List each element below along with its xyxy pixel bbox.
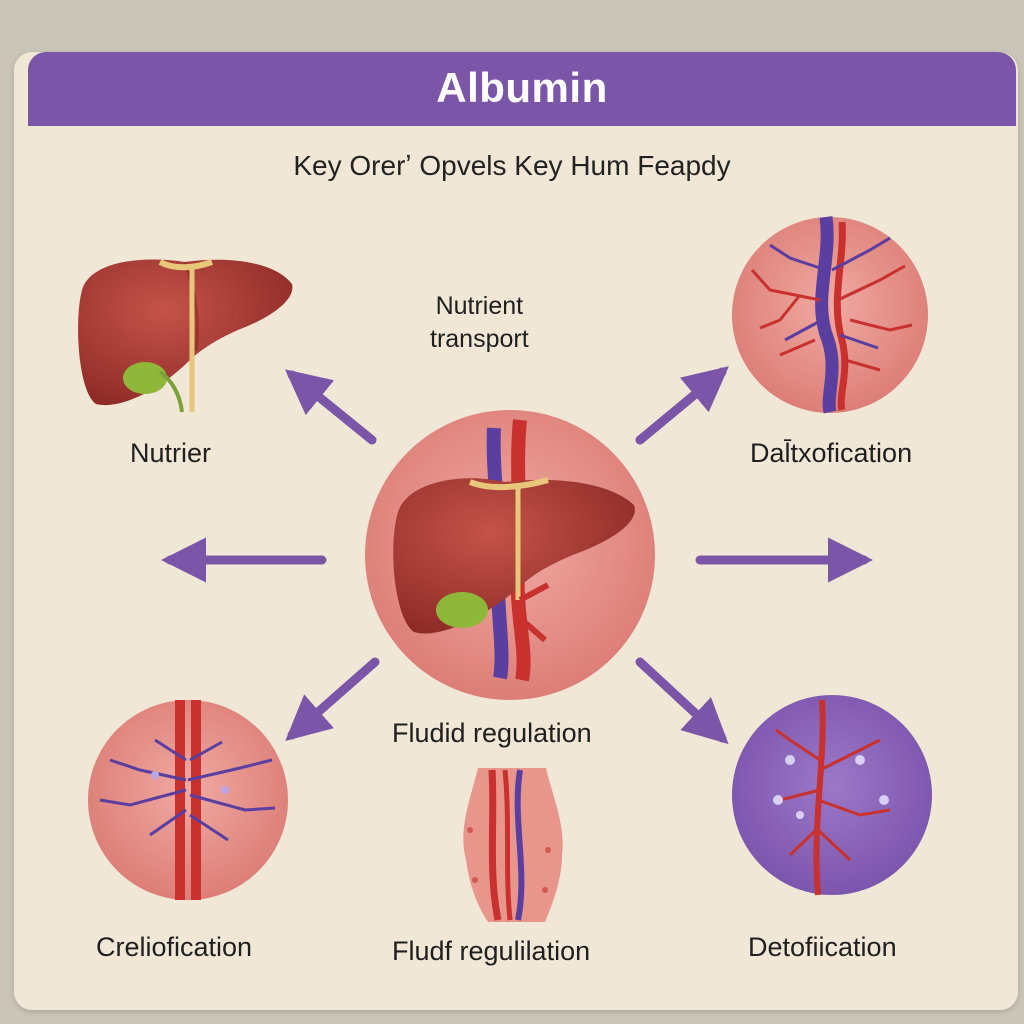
arrow-icon [635,657,729,745]
label-center-below: Fludid regulation [392,718,592,748]
arrow-icon [635,366,729,445]
arrow-icon [285,657,380,741]
liver-icon [393,477,635,634]
label-top-left: Nutrier [130,438,212,468]
label-bottom-center: Fludf regulilation [392,936,591,966]
vessel-network-icon [88,700,288,900]
vessel-network-icon [732,695,932,896]
vessel-network-icon [732,216,928,414]
arrow-icon [285,369,377,445]
title-banner [28,52,1016,126]
arrow-icon [161,366,873,745]
vessel-network-icon [463,768,563,922]
subtitle: Key Orerʼ Opvels Key Hum Feapdy [293,150,731,181]
label-bottom-left: Creliofication [96,932,253,962]
label-top-right: Dal̄txofication [750,438,913,468]
label-bottom-right: Detofiication [748,932,897,962]
label-top-center: Nutrient transport [430,292,529,353]
liver-icon [78,259,293,413]
page-title: Albumin [436,64,608,111]
center-liver-circle [365,410,655,700]
